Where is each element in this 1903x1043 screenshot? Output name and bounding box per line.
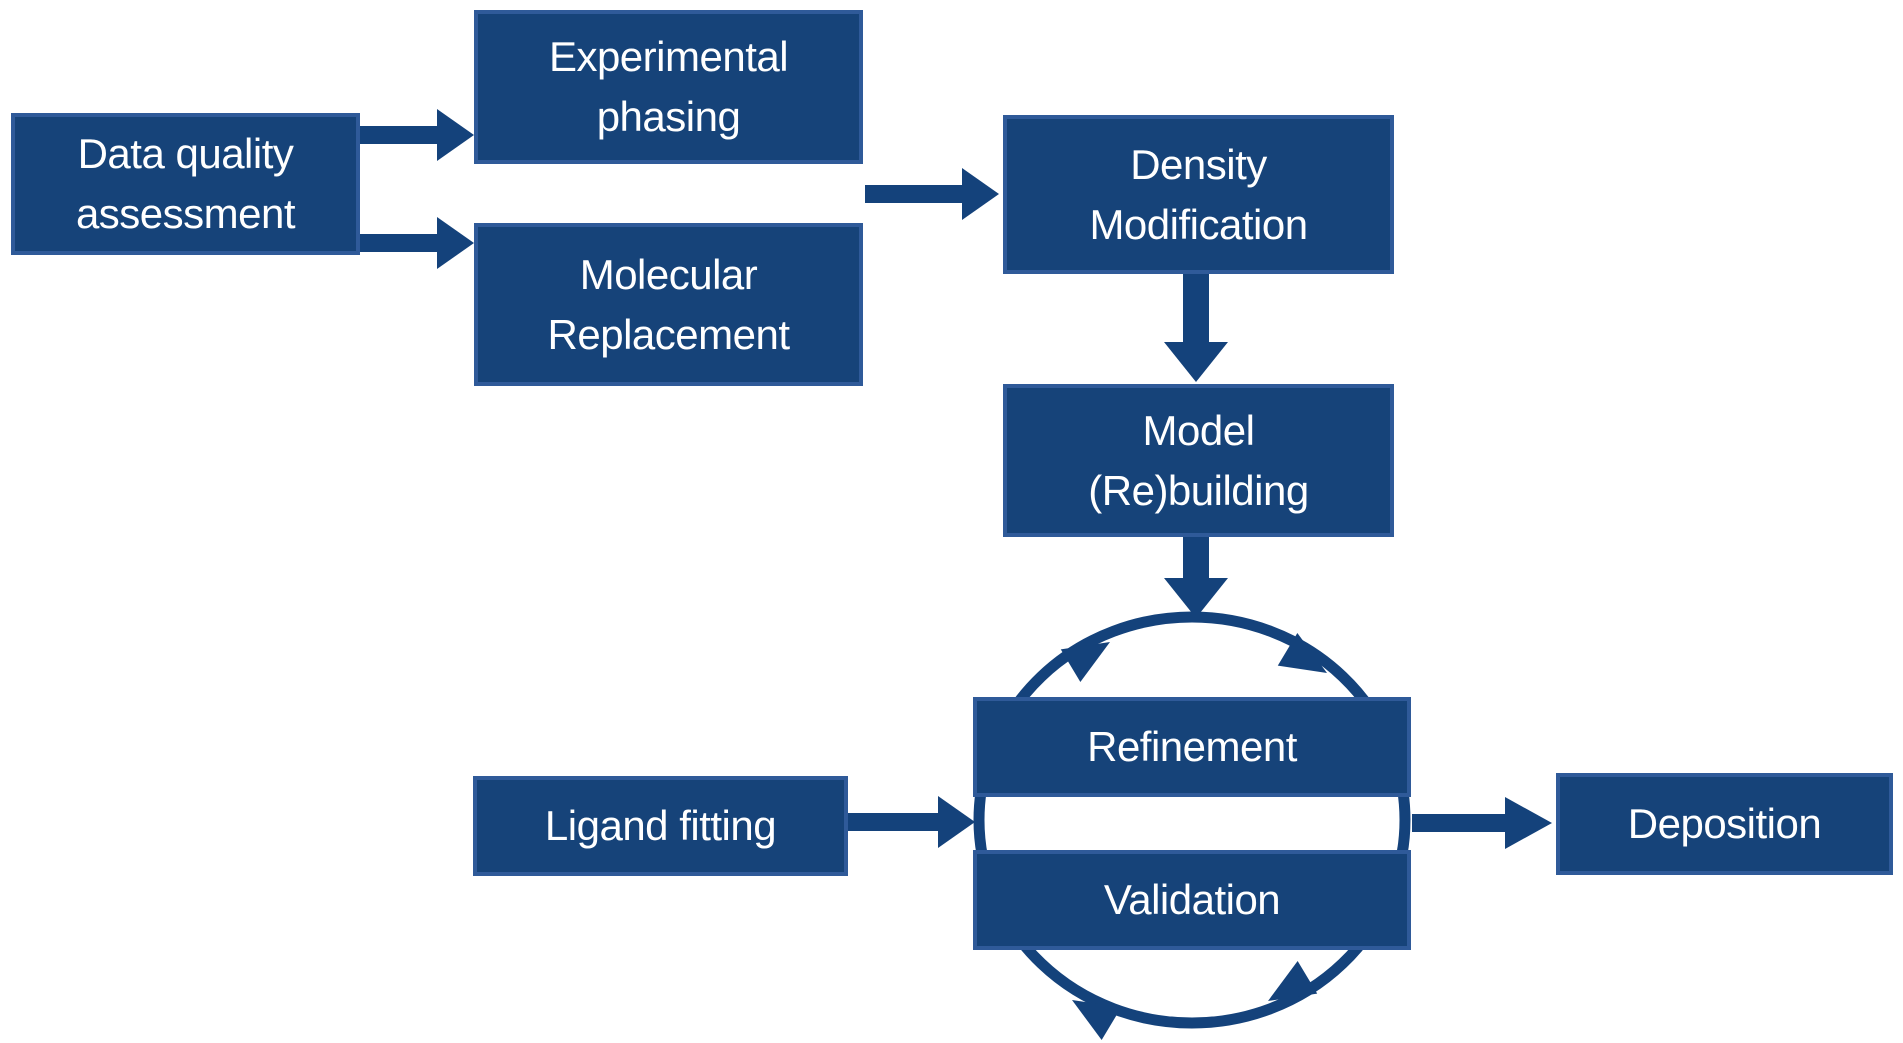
node-label: Refinement: [1087, 723, 1297, 771]
node-validation: Validation: [973, 850, 1411, 950]
cycle-arrowhead-top-right-icon: [1277, 633, 1327, 673]
arrow-model-rebuilding-to-cycle: [1164, 537, 1228, 618]
node-label-line: Molecular: [579, 250, 758, 298]
node-model-rebuilding: Model (Re)building: [1003, 384, 1394, 537]
node-label-line: Data quality: [77, 130, 294, 178]
arrow-data-quality-to-molecular-replacement: [360, 217, 474, 269]
arrow-data-quality-to-experimental-phasing: [360, 109, 474, 161]
arrow-ligand-fitting-to-cycle: [848, 796, 975, 848]
node-data-quality-assessment: Data quality assessment: [11, 113, 360, 255]
node-density-modification: Density Modification: [1003, 115, 1394, 274]
node-label-line: phasing: [596, 93, 741, 140]
cycle-arrowhead-bottom-right-icon: [1268, 961, 1318, 1001]
node-label-line: Density: [1130, 140, 1267, 188]
node-ligand-fitting: Ligand fitting: [473, 776, 848, 876]
node-label: Validation: [1103, 876, 1281, 924]
node-label-line: Modification: [1089, 200, 1308, 248]
node-label-line: assessment: [75, 190, 296, 237]
node-label: Deposition: [1627, 800, 1822, 848]
node-label-line: (Re)building: [1088, 466, 1309, 514]
arrow-cycle-to-deposition: [1412, 797, 1552, 849]
cycle-arrow-circle: [973, 611, 1411, 1040]
node-label-line: Model: [1142, 406, 1255, 454]
node-experimental-phasing: Experimental phasing: [474, 10, 863, 164]
node-deposition: Deposition: [1556, 773, 1893, 875]
arrow-density-modification-to-model-rebuilding: [1164, 274, 1228, 382]
node-molecular-replacement: Molecular Replacement: [474, 223, 863, 386]
cycle-arrowhead-bottom-left-icon: [1072, 1000, 1122, 1040]
node-label: Ligand fitting: [544, 802, 777, 850]
node-label-line: Replacement: [547, 310, 790, 358]
arrow-phasing-to-density-modification: [865, 168, 999, 220]
node-label-line: Experimental: [548, 33, 789, 81]
node-refinement: Refinement: [973, 697, 1411, 797]
cycle-ring: [973, 611, 1411, 1029]
cycle-arrowhead-top-left-icon: [1060, 642, 1110, 682]
